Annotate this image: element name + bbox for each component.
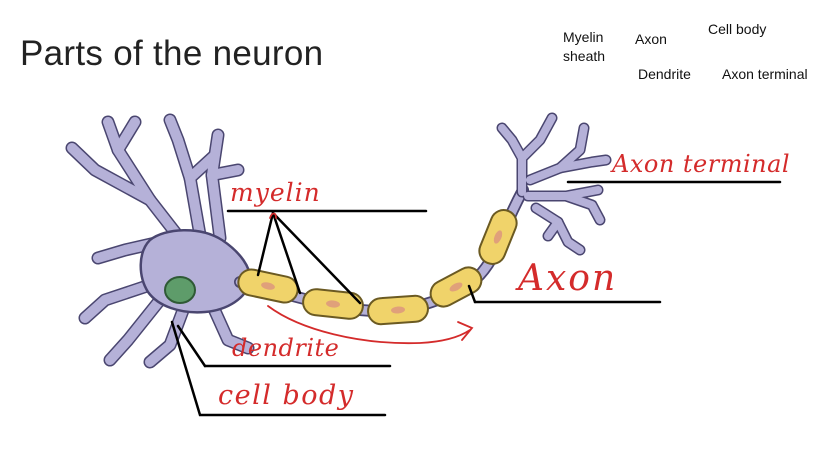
word-bank-cell-body: Cell body xyxy=(708,21,767,37)
myelin-segment xyxy=(237,268,299,304)
action-potential-arrow xyxy=(267,305,471,345)
page-title: Parts of the neuron xyxy=(20,34,324,73)
cell-body-shape xyxy=(139,229,252,314)
label-lines xyxy=(170,180,782,417)
axon-terminal-branches xyxy=(496,112,612,256)
handwritten-dendrite: dendrite xyxy=(232,334,340,362)
pointer-myelin-3 xyxy=(271,211,362,305)
myelin-sheath xyxy=(237,209,518,326)
pointer-myelin-2 xyxy=(271,211,302,295)
dendrites xyxy=(65,113,255,369)
arrow-head-icon xyxy=(457,321,474,341)
nucleus xyxy=(164,276,196,304)
word-bank-myelin-sheath: Myelin sheath xyxy=(563,29,606,64)
line-cell-body xyxy=(170,320,387,417)
myelin-segment xyxy=(302,288,364,320)
myelin-segment xyxy=(367,294,429,326)
word-bank-dendrite: Dendrite xyxy=(638,66,691,82)
myelin-segment xyxy=(478,209,518,265)
pointer-myelin-1 xyxy=(256,211,275,277)
hand-annotations xyxy=(267,212,474,345)
myelin-segment xyxy=(429,266,483,308)
pointer-axon xyxy=(467,284,477,304)
pointer-dendrite xyxy=(176,324,207,368)
handwritten-cell-body: cell body xyxy=(218,380,355,411)
hand-squiggle-icon xyxy=(269,212,277,219)
handwritten-axon-terminal: Axon terminal xyxy=(612,150,791,178)
word-bank-axon: Axon xyxy=(635,31,667,47)
word-bank-axon-terminal: Axon terminal xyxy=(722,66,808,82)
handwritten-myelin: myelin xyxy=(230,178,321,207)
handwritten-axon: Axon xyxy=(518,258,618,299)
